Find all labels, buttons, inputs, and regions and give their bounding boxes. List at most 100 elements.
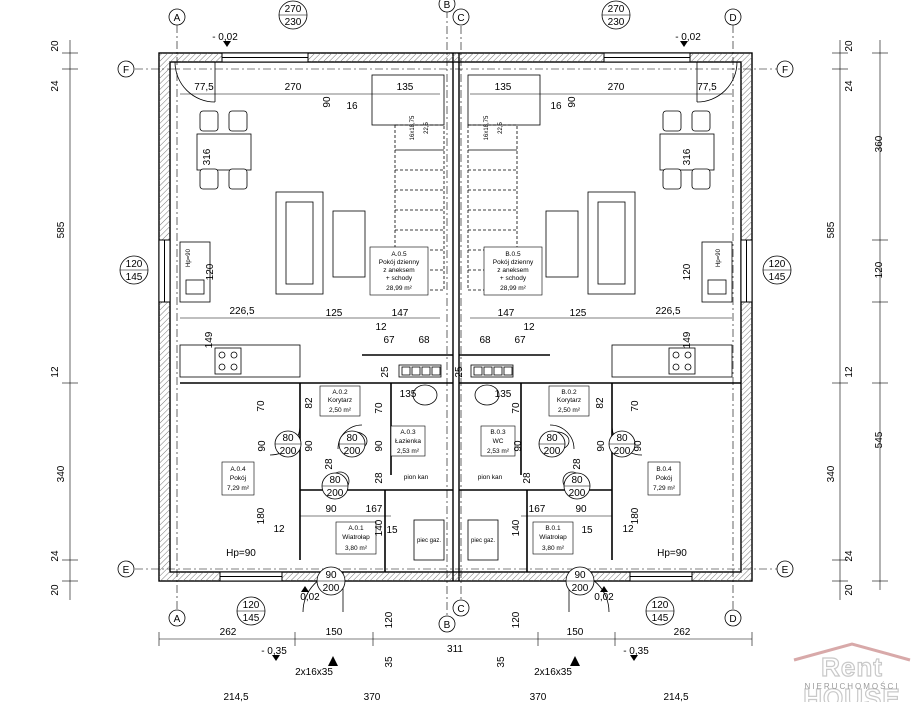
door-swings xyxy=(174,61,738,613)
dim-167-left: 167 xyxy=(366,504,383,515)
window-width-top-left: 270 xyxy=(285,4,302,15)
dim-77-5-left: 77,5 xyxy=(194,82,214,93)
room-b02-number: B.0.2 xyxy=(561,389,577,396)
stair-dim-right: 22,5 xyxy=(498,122,504,134)
dim-150-right: 150 xyxy=(567,627,584,638)
axis-label-f-left: F xyxy=(123,65,129,76)
dim-120-bottom-right: 120 xyxy=(511,611,522,628)
dim-135-mid-right: 135 xyxy=(495,389,512,400)
window-width-bottom-right: 120 xyxy=(652,600,669,611)
room-a04-area: 7,29 m² xyxy=(227,485,250,492)
dim-77-5-right: 77,5 xyxy=(697,82,717,93)
dim-28-left-a: 28 xyxy=(324,458,335,470)
dim-120-bottom-left: 120 xyxy=(384,611,395,628)
dim-120-left: 120 xyxy=(205,263,216,280)
furniture xyxy=(179,110,733,561)
room-b05-name2: z aneksem xyxy=(497,267,528,274)
dim-149-left: 149 xyxy=(204,331,215,348)
dim-left-20-top: 20 xyxy=(50,40,61,52)
room-a03-name: Łazienka xyxy=(395,438,421,445)
dim-140-left: 140 xyxy=(374,519,385,536)
door-height-bath-right: 200 xyxy=(544,446,561,457)
room-b04-number: B.0.4 xyxy=(656,466,672,473)
dim-90-left-d: 90 xyxy=(325,504,337,515)
room-a05-number: A.0.5 xyxy=(391,251,407,258)
window-height-top-left: 230 xyxy=(285,17,302,28)
dim-90-right-a: 90 xyxy=(633,440,644,452)
dim-82-right: 82 xyxy=(595,397,606,409)
dim-135-mid-left: 135 xyxy=(400,389,417,400)
dim-right-12: 12 xyxy=(844,366,855,378)
room-a05-name: Pokój dzienny xyxy=(379,259,420,266)
room-a04-name: Pokój xyxy=(230,475,246,482)
dim-149-right: 149 xyxy=(682,331,693,348)
axis-bubbles xyxy=(117,0,794,633)
dim-70-left-b: 70 xyxy=(374,402,385,414)
pion-kan-right: pion kan xyxy=(478,474,503,481)
axis-bubble-c-bottom xyxy=(452,599,470,617)
door-height-vest-left: 200 xyxy=(327,488,344,499)
dim-right-24-bottom: 24 xyxy=(844,550,855,562)
dim-right-20-bottom: 20 xyxy=(844,584,855,596)
dim-140-right: 140 xyxy=(511,519,522,536)
axis-bubble-c-top xyxy=(452,8,470,26)
dim-70-right-a: 70 xyxy=(630,400,641,412)
dim-316-right: 316 xyxy=(682,148,693,165)
door-height-vest-right: 200 xyxy=(569,488,586,499)
rent-house-logo: Rent HOUSE NIERUCHOMOŚCI xyxy=(790,642,914,702)
dim-147-left: 147 xyxy=(392,308,409,319)
room-b04-area: 7,29 m² xyxy=(653,485,676,492)
dim-28-right-b: 28 xyxy=(522,472,533,484)
windows xyxy=(158,52,753,582)
outer-walls xyxy=(158,52,753,582)
dim-15-right: 15 xyxy=(581,525,593,536)
dim-68-right: 68 xyxy=(479,335,491,346)
dim-right-20-top: 20 xyxy=(844,40,855,52)
dim-167-right: 167 xyxy=(529,504,546,515)
door-width-bath-right: 80 xyxy=(546,433,558,444)
dim-90-left-a: 90 xyxy=(257,440,268,452)
level-ext-right: - 0,35 xyxy=(623,646,649,657)
axis-label-a-top: A xyxy=(174,13,181,24)
dimension-lines xyxy=(62,40,888,646)
hp-left: Hp=90 xyxy=(226,548,256,559)
door-width-vest-right: 80 xyxy=(571,475,583,486)
bubble-dividers xyxy=(120,14,791,612)
level-bottom-right: 0,02 xyxy=(594,592,614,603)
axis-bubble-b-top xyxy=(438,0,456,13)
dim-right-545: 545 xyxy=(874,431,885,448)
axis-bubble-b-bottom xyxy=(438,615,456,633)
room-b04-name: Pokój xyxy=(656,475,672,482)
hp-side-right: Hp=90 xyxy=(716,248,722,267)
dim-68-left: 68 xyxy=(418,335,430,346)
room-a04-number: A.0.4 xyxy=(230,466,246,473)
axis-label-d-top: D xyxy=(729,13,736,24)
axis-label-f-right: F xyxy=(782,65,788,76)
dim-82-left: 82 xyxy=(304,397,315,409)
dim-90-left-b: 90 xyxy=(304,440,315,452)
room-label-boxes xyxy=(221,246,681,555)
dim-90-right: 90 xyxy=(567,96,578,108)
dim-311: 311 xyxy=(447,644,463,655)
axis-bubble-f-right xyxy=(776,60,794,78)
dim-left-24-top: 24 xyxy=(50,80,61,92)
window-width-bottom-left: 120 xyxy=(243,600,260,611)
piec-left: piec gaz. xyxy=(417,538,441,544)
room-a02-name: Korytarz xyxy=(328,397,352,404)
dim-70-left-a: 70 xyxy=(256,400,267,412)
dim-left-20-bottom: 20 xyxy=(50,584,61,596)
dim-16-left: 16 xyxy=(346,101,358,112)
axis-bubble-e-left xyxy=(117,560,135,578)
axis-label-e-left: E xyxy=(123,565,130,576)
dim-226-5-right: 226,5 xyxy=(655,306,680,317)
dim-90-left: 90 xyxy=(322,96,333,108)
dim-135-left: 135 xyxy=(397,82,414,93)
axis-label-d-bottom: D xyxy=(729,614,736,625)
room-b02-area: 2,50 m² xyxy=(558,407,581,414)
stairs-note-right: 2x16x35 xyxy=(534,667,572,678)
dim-left-340: 340 xyxy=(56,465,67,482)
room-b01-number: B.0.1 xyxy=(545,525,561,532)
axis-label-b-bottom: B xyxy=(444,620,451,631)
room-b02-name: Korytarz xyxy=(557,397,581,404)
